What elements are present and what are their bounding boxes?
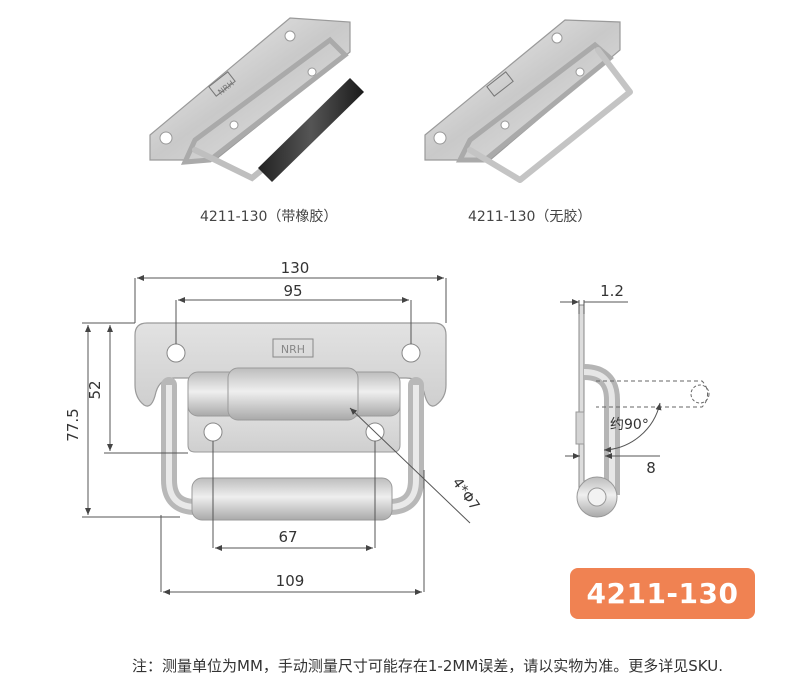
dim-overall-height: 77.5	[64, 408, 82, 441]
caption-with-rubber: 4211-130（带橡胶）	[200, 209, 338, 225]
dim-thickness: 1.2	[600, 282, 624, 300]
front-view: NRH	[64, 259, 482, 595]
product-photo-with-rubber: NRH	[149, 17, 364, 182]
nrh-logo-icon-2	[486, 71, 514, 97]
dim-rotation: 约90°	[610, 417, 649, 433]
nrh-logo-icon	[208, 71, 236, 97]
caption-without-rubber: 4211-130（无胶）	[468, 209, 592, 225]
model-badge: 4211-130	[570, 568, 755, 619]
product-photo-without-rubber	[424, 19, 633, 183]
dim-outer-width: 109	[276, 572, 305, 590]
dim-hole-spacing: 95	[283, 282, 302, 300]
side-view: 1.2 约90° 8	[560, 282, 710, 518]
dim-grip-width: 67	[278, 528, 297, 546]
rubber-grip	[258, 78, 364, 182]
dim-offset: 8	[646, 459, 656, 477]
svg-text:NRH: NRH	[281, 343, 305, 356]
dim-plate-height: 52	[86, 380, 104, 399]
footnote: 注：测量单位为MM，手动测量尺寸可能存在1-2MM误差，请以实物为准。更多详见S…	[132, 657, 723, 675]
mount-hole-left	[166, 343, 186, 363]
grip-tube	[191, 477, 393, 521]
nrh-logo-icon-drawing	[272, 338, 314, 358]
dim-overall-width: 130	[281, 259, 310, 277]
mount-hole-right	[401, 343, 421, 363]
